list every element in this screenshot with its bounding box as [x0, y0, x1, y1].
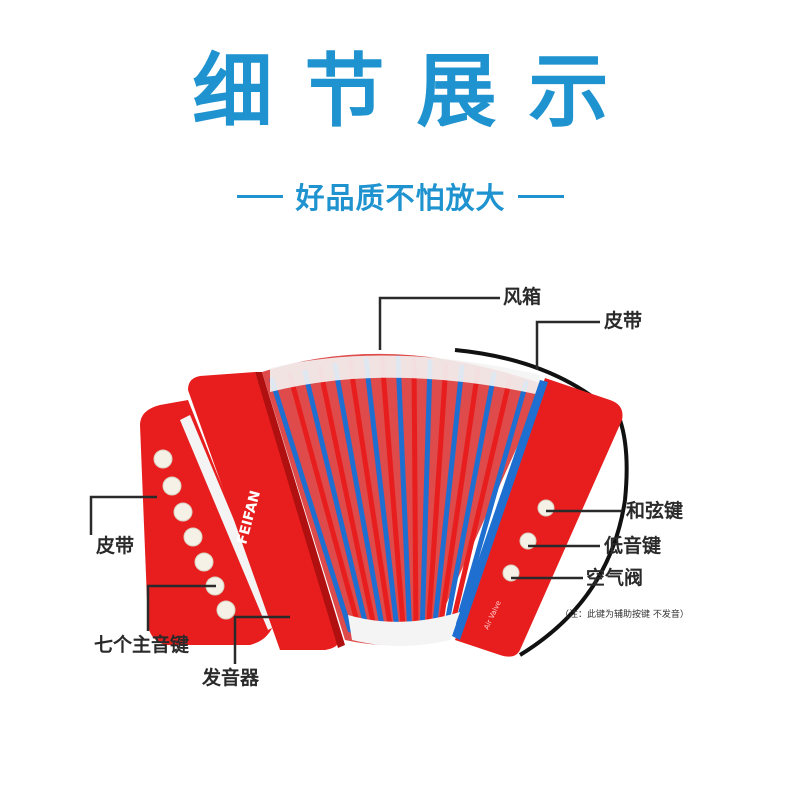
right-keyboard-panel: Air Valve — [452, 378, 623, 657]
subtitle: 好品质不怕放大 — [295, 181, 506, 215]
callout-air-valve: 空气阀 — [586, 567, 644, 589]
chord-key-icon — [537, 499, 555, 517]
callout-reed: 发音器 — [202, 667, 260, 689]
callout-strap-left: 皮带 — [96, 535, 135, 557]
page-title: 细节展示 — [192, 45, 641, 138]
strap-icon — [454, 348, 629, 657]
bellows-callout-line — [378, 296, 500, 350]
main-keys-callout-line — [146, 584, 216, 631]
strap-top-callout-line — [535, 320, 600, 370]
callout-strap-top: 皮带 — [604, 310, 643, 332]
strap-left-callout-line — [89, 495, 157, 535]
bellows — [262, 353, 545, 646]
reed-callout-line — [233, 615, 290, 664]
callout-bass-key: 低音键 — [604, 535, 662, 557]
subtitle-left-rule — [237, 194, 284, 198]
subtitle-row: 好品质不怕放大 — [0, 176, 801, 216]
air-valve-note: （注：此键为辅助按键 不发音） — [560, 610, 689, 620]
callout-chord-key: 和弦键 — [626, 500, 684, 522]
callout-bellows: 风箱 — [503, 286, 542, 308]
left-keyboard-panel — [140, 400, 278, 645]
subtitle-right-rule — [517, 194, 564, 198]
callout-main-keys: 七个主音键 — [94, 634, 190, 656]
